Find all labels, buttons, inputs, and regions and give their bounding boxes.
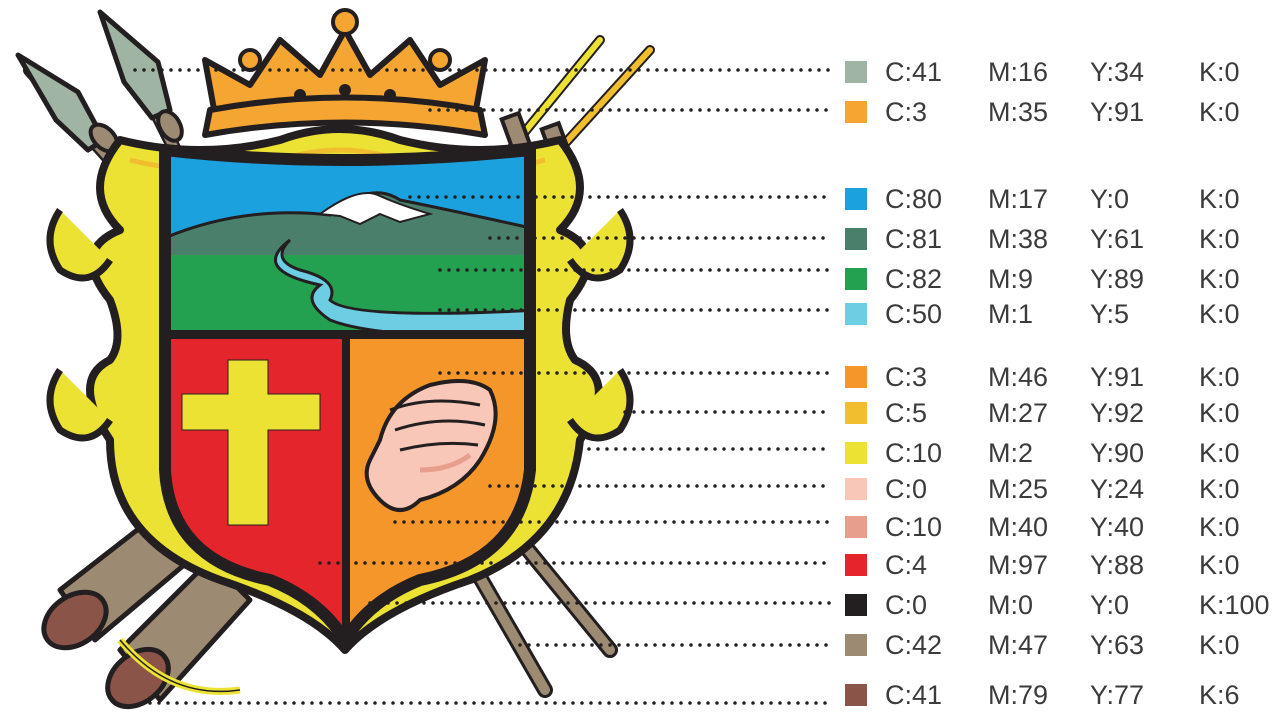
crown <box>202 8 488 138</box>
legend-row: C:82 M:9 Y:89 K:0 <box>845 262 1283 294</box>
cmyk-value-m: M:97 <box>988 550 1049 580</box>
cmyk-value-k: K:0 <box>1199 630 1240 660</box>
cmyk-value-k: K:0 <box>1199 438 1240 468</box>
cmyk-value-y: Y:89 <box>1090 264 1145 294</box>
cmyk-value-k: K:0 <box>1199 362 1240 392</box>
cmyk-value-m: M:16 <box>988 57 1049 87</box>
legend-row: C:4 M:97 Y:88 K:0 <box>845 548 1283 580</box>
cmyk-value-k: K:0 <box>1199 512 1240 542</box>
cmyk-value-y: Y:0 <box>1090 590 1130 620</box>
cmyk-value-c: C:10 <box>885 438 943 468</box>
cmyk-value-c: C:3 <box>885 97 928 127</box>
color-swatch <box>845 268 867 290</box>
cmyk-value-y: Y:88 <box>1090 550 1145 580</box>
cmyk-value-c: C:42 <box>885 630 943 660</box>
legend-row: C:0 M:25 Y:24 K:0 <box>845 472 1283 504</box>
cmyk-value-c: C:41 <box>885 57 943 87</box>
cmyk-value-y: Y:0 <box>1090 184 1130 214</box>
legend-row: C:5 M:27 Y:92 K:0 <box>845 396 1283 428</box>
cmyk-value-k: K:0 <box>1199 184 1240 214</box>
color-swatch <box>845 594 867 616</box>
cmyk-value-k: K:0 <box>1199 264 1240 294</box>
cmyk-value-y: Y:92 <box>1090 398 1145 428</box>
cmyk-value-c: C:50 <box>885 299 943 329</box>
cmyk-value-c: C:81 <box>885 224 943 254</box>
cmyk-value-m: M:35 <box>988 97 1049 127</box>
cmyk-value-y: Y:24 <box>1090 474 1145 504</box>
spears-left <box>15 9 222 267</box>
legend-row: C:10 M:40 Y:40 K:0 <box>845 510 1283 542</box>
cmyk-value-c: C:4 <box>885 550 928 580</box>
legend-row: C:50 M:1 Y:5 K:0 <box>845 297 1283 329</box>
cmyk-value-k: K:100 <box>1199 590 1270 620</box>
legend-row: C:42 M:47 Y:63 K:0 <box>845 628 1283 660</box>
legend-row: C:0 M:0 Y:0 K:100 <box>845 588 1283 620</box>
cmyk-value-y: Y:91 <box>1090 362 1145 392</box>
color-swatch <box>845 442 867 464</box>
cmyk-value-y: Y:77 <box>1090 680 1145 710</box>
color-swatch <box>845 634 867 656</box>
color-swatch <box>845 478 867 500</box>
cmyk-value-c: C:5 <box>885 398 928 428</box>
legend-row: C:10 M:2 Y:90 K:0 <box>845 436 1283 468</box>
cmyk-value-m: M:1 <box>988 299 1034 329</box>
cmyk-value-m: M:38 <box>988 224 1049 254</box>
cmyk-value-m: M:47 <box>988 630 1049 660</box>
cmyk-value-y: Y:63 <box>1090 630 1145 660</box>
cmyk-value-m: M:46 <box>988 362 1049 392</box>
cmyk-value-c: C:41 <box>885 680 943 710</box>
cmyk-value-k: K:0 <box>1199 57 1240 87</box>
snow-peak <box>317 192 434 226</box>
leader-lines <box>133 68 834 705</box>
cmyk-value-m: M:0 <box>988 590 1034 620</box>
cmyk-value-k: K:0 <box>1199 224 1240 254</box>
cmyk-value-c: C:0 <box>885 474 928 504</box>
cmyk-value-m: M:17 <box>988 184 1049 214</box>
cmyk-value-c: C:0 <box>885 590 928 620</box>
cmyk-value-k: K:0 <box>1199 398 1240 428</box>
cmyk-value-y: Y:40 <box>1090 512 1145 542</box>
cmyk-value-y: Y:61 <box>1090 224 1145 254</box>
color-swatch <box>845 366 867 388</box>
legend-row: C:41 M:16 Y:34 K:0 <box>845 55 1283 87</box>
cmyk-value-m: M:40 <box>988 512 1049 542</box>
color-swatch <box>845 228 867 250</box>
cmyk-value-m: M:9 <box>988 264 1034 294</box>
river <box>274 238 530 338</box>
cmyk-value-m: M:27 <box>988 398 1049 428</box>
cmyk-value-y: Y:91 <box>1090 97 1145 127</box>
legend-row: C:80 M:17 Y:0 K:0 <box>845 182 1283 214</box>
cmyk-value-k: K:0 <box>1199 550 1240 580</box>
cmyk-value-y: Y:34 <box>1090 57 1145 87</box>
cmyk-value-c: C:82 <box>885 264 943 294</box>
color-swatch <box>845 684 867 706</box>
cmyk-value-y: Y:5 <box>1090 299 1130 329</box>
legend-row: C:3 M:46 Y:91 K:0 <box>845 360 1283 392</box>
cmyk-value-m: M:2 <box>988 438 1034 468</box>
color-swatch <box>845 303 867 325</box>
legend-row: C:81 M:38 Y:61 K:0 <box>845 222 1283 254</box>
cmyk-value-c: C:80 <box>885 184 943 214</box>
color-swatch <box>845 101 867 123</box>
cmyk-value-c: C:3 <box>885 362 928 392</box>
cmyk-value-c: C:10 <box>885 512 943 542</box>
legend-row: C:3 M:35 Y:91 K:0 <box>845 95 1283 127</box>
cmyk-value-m: M:79 <box>988 680 1049 710</box>
color-swatch <box>845 516 867 538</box>
cmyk-value-m: M:25 <box>988 474 1049 504</box>
color-swatch <box>845 402 867 424</box>
cmyk-value-k: K:0 <box>1199 299 1240 329</box>
cmyk-value-k: K:6 <box>1199 680 1240 710</box>
color-swatch <box>845 61 867 83</box>
legend-row: C:41 M:79 Y:77 K:6 <box>845 678 1283 710</box>
color-swatch <box>845 554 867 576</box>
cross <box>181 359 321 526</box>
cmyk-value-y: Y:90 <box>1090 438 1145 468</box>
cmyk-value-k: K:0 <box>1199 97 1240 127</box>
cmyk-value-k: K:0 <box>1199 474 1240 504</box>
color-swatch <box>845 188 867 210</box>
staffs-lower-right <box>462 532 618 698</box>
